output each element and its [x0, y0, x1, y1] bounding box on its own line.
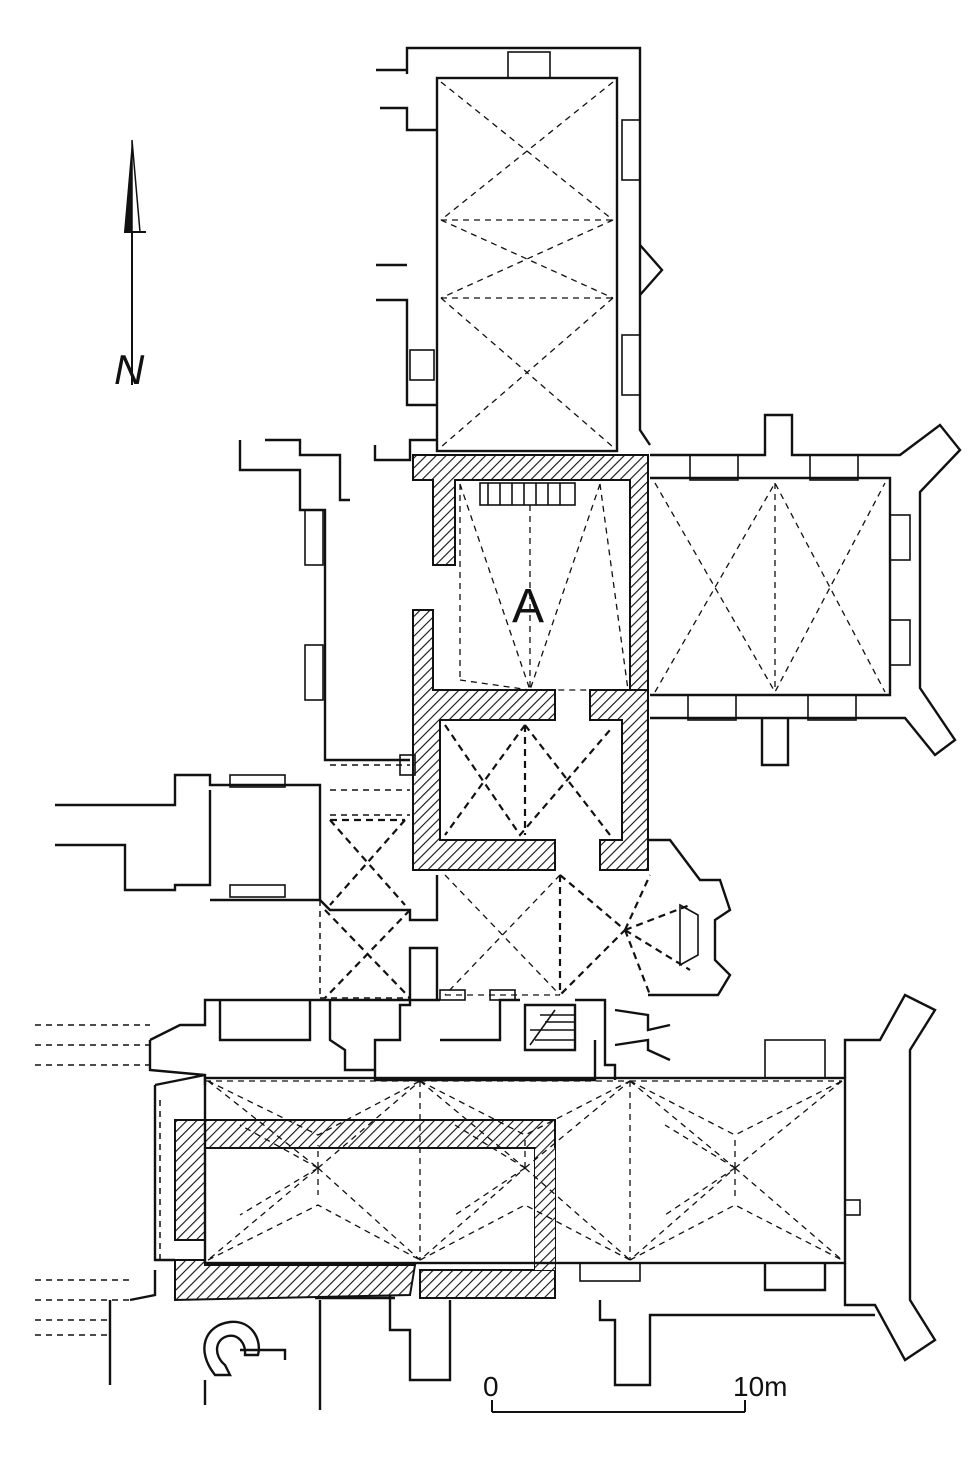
south-passage	[439, 838, 732, 1001]
scale-start-label: 0	[483, 1371, 499, 1402]
room-label-a: A	[512, 580, 544, 633]
north-chapel	[376, 46, 664, 453]
nave	[35, 993, 937, 1410]
scale-bar: 0 10m	[483, 1371, 787, 1413]
room-a-crossing: A	[412, 454, 649, 871]
scale-end-label: 10m	[733, 1371, 787, 1402]
west-range	[55, 438, 439, 999]
north-label: N	[114, 346, 145, 393]
stair	[523, 1003, 577, 1052]
north-arrow-icon: N	[114, 139, 146, 393]
east-chapel	[650, 413, 962, 767]
